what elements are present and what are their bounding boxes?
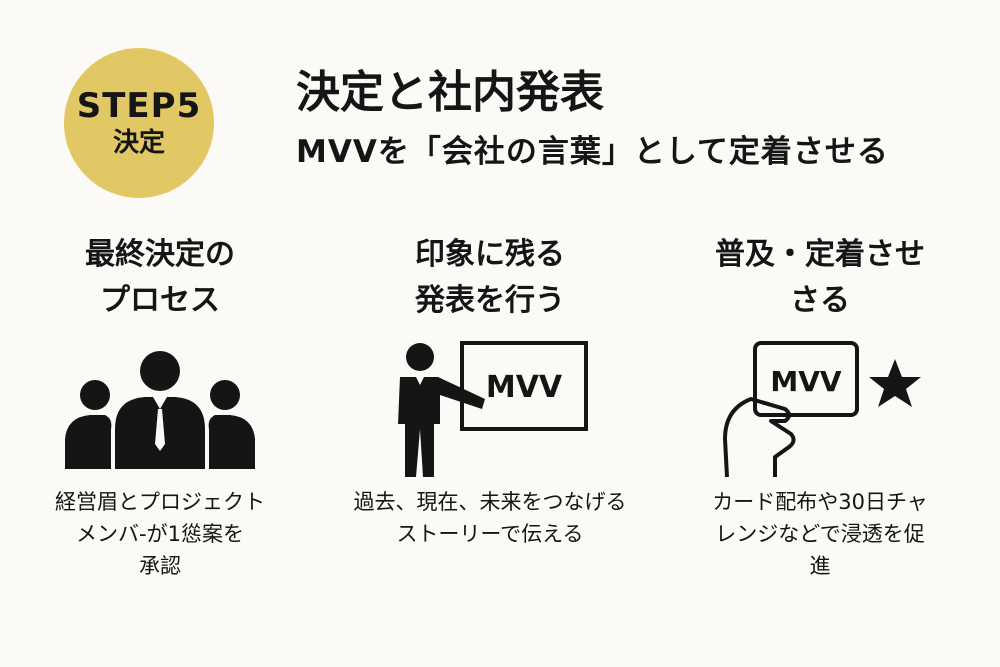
column-description: 経営眉とプロジェクトメンバ-が1慫案を承認 xyxy=(55,490,265,578)
step-badge: STEP5 決定 xyxy=(64,48,214,198)
star-icon xyxy=(869,359,921,407)
column-description: 過去、現在、未来をつなげるストーリーで伝える xyxy=(353,490,627,546)
step-label: 決定 xyxy=(112,128,165,158)
svg-text:MVV: MVV xyxy=(770,365,842,398)
svg-text:MVV: MVV xyxy=(486,370,563,405)
page-title: 決定と社内発表 xyxy=(296,67,604,118)
column-adoption: 普及・定着させさる MVV カード配布や30日チャレンジなどで浸透を促進 xyxy=(670,232,970,578)
column-presentation: 印象に残る発表を行う MVV 過去、現在、未来をつなげるストーリーで伝える xyxy=(340,232,640,546)
column-description: カード配布や30日チャレンジなどで浸透を促進 xyxy=(712,490,928,578)
step-number: STEP5 xyxy=(76,86,202,126)
column-final-decision: 最終決定のプロセス 経営眉とプロジェクトメンバ-が1慫案を承認 xyxy=(10,232,310,578)
presenter-board-icon: MVV xyxy=(340,334,640,484)
column-heading: 最終決定のプロセス xyxy=(85,237,235,318)
hand-card-star-icon: MVV xyxy=(670,334,970,484)
column-heading: 普及・定着させさる xyxy=(715,237,925,318)
page-subtitle: MVVを「会社の言葉」として定着させる xyxy=(296,134,889,170)
column-heading: 印象に残る発表を行う xyxy=(415,237,565,318)
people-group-icon xyxy=(10,334,310,484)
